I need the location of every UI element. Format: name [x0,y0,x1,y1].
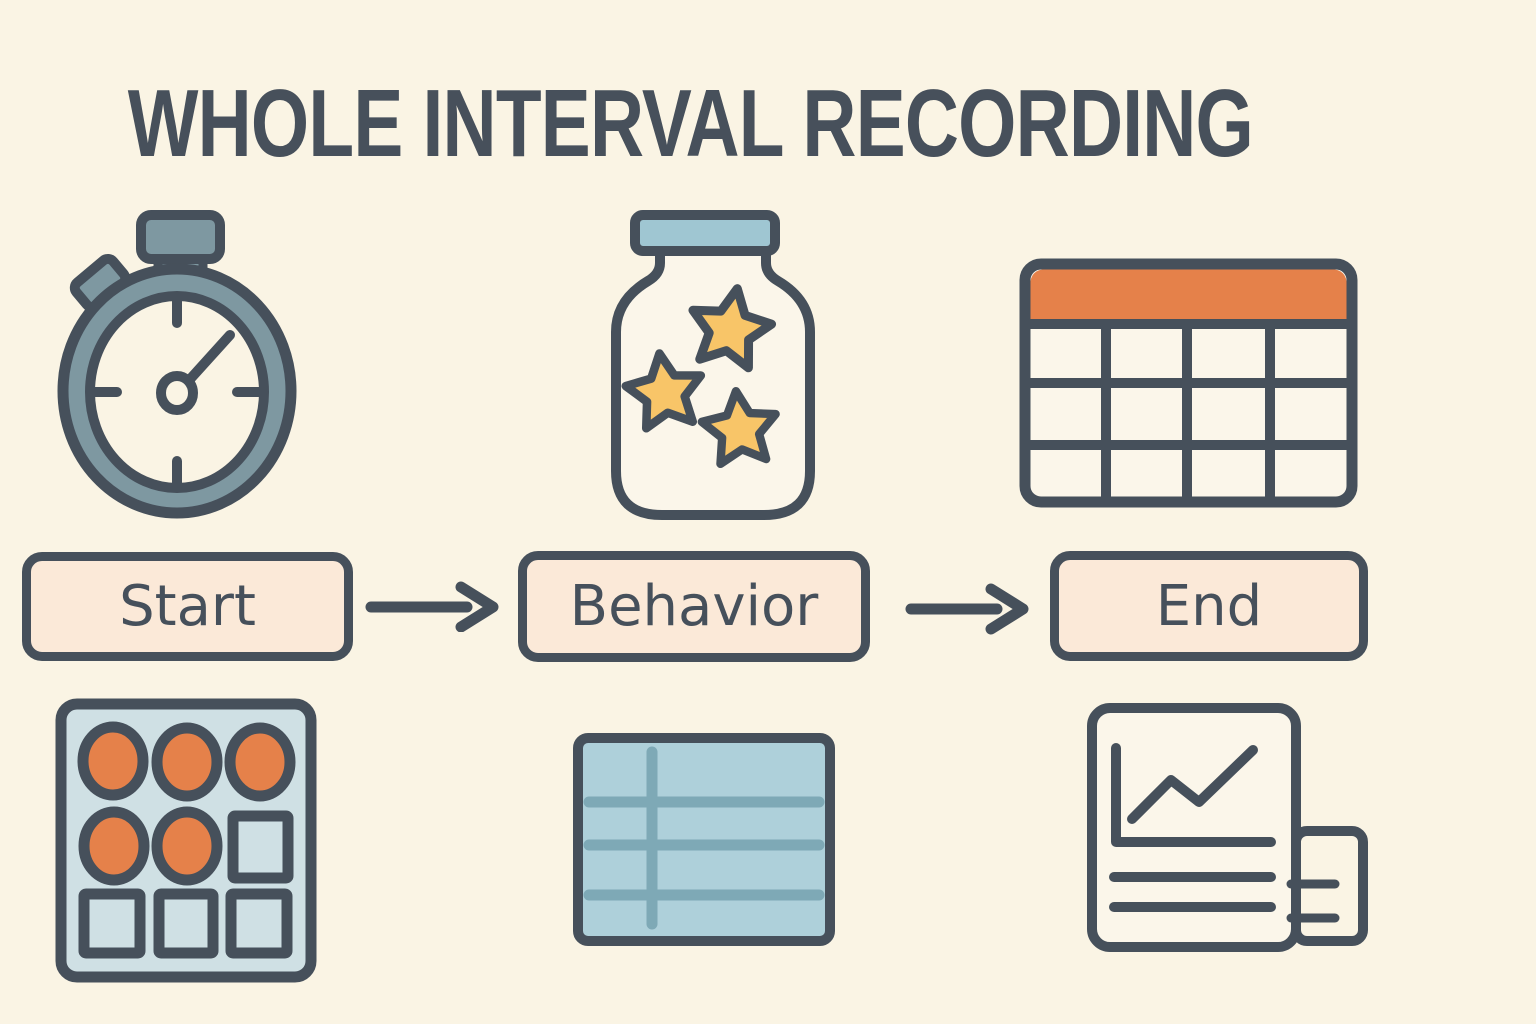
jar-lid [630,210,780,256]
table-header-row [1030,269,1347,324]
table-border [1019,258,1358,508]
token-empty-squares [78,810,294,959]
flow-step-start-label: Start [119,574,256,639]
arrow-right-icon [365,581,499,632]
table-grid-lines [1027,319,1350,500]
stopwatch-icon [57,210,297,519]
notepad-icon [573,733,835,946]
token-circles [77,721,296,886]
token-board-icon [55,698,317,983]
report-back-card-lines [1286,879,1340,923]
jar-stars [621,284,780,469]
star-jar-icon [611,210,815,520]
arrow-right-icon [905,583,1029,635]
stopwatch-hand [156,330,235,415]
page-title: WHOLE INTERVAL RECORDING [0,76,1380,172]
flow-step-end: End [1050,551,1368,661]
flow-step-behavior: Behavior [518,551,870,662]
page-title-text: WHOLE INTERVAL RECORDING [127,70,1253,177]
report-line-chart [1111,743,1276,847]
flow-step-start: Start [22,552,353,661]
report-page [1087,703,1301,952]
flow-step-behavior-label: Behavior [569,574,819,639]
data-table-icon [1019,258,1358,508]
report-text-lines [1109,872,1276,912]
notepad-rule-lines [583,746,825,930]
stopwatch-ticks [87,293,267,491]
flow-step-end-label: End [1155,573,1263,639]
chart-report-icon [1087,703,1368,952]
